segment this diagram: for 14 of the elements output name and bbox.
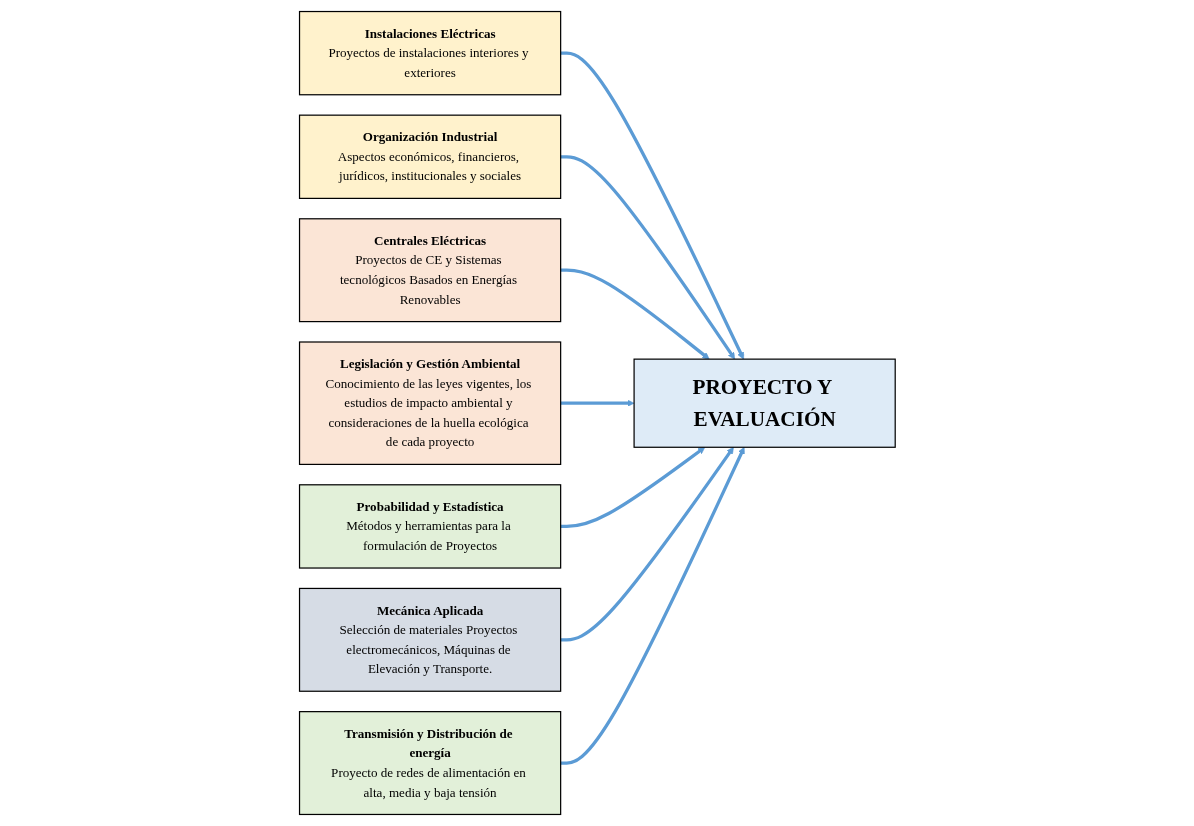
- node-box: Mecánica Aplicada Selección de materiales Proyectos electromecánicos, Máquinas de Elevación y Transporte.: [298, 587, 561, 692]
- node-box: Organización Industrial Aspectos económicos, financieros, jurídicos, institucionales y sociales: [298, 114, 561, 199]
- node-box: PROYECTO Y EVALUACIÓN: [633, 358, 896, 448]
- arrow: [560, 268, 710, 360]
- node-box: Probabilidad y Estadística Métodos y herramientas para la formulación de Proyectos: [298, 484, 561, 569]
- node-box: Transmisión y Distribución de energía Proyecto de redes de alimentación en alta, media y baja tensión: [298, 711, 561, 816]
- arrow: [560, 51, 744, 360]
- node-box: Instalaciones Eléctricas Proyectos de instalaciones interiores y exteriores: [298, 10, 561, 96]
- node-box: Centrales Eléctricas Proyectos de CE y Sistemas tecnológicos Basados en Energías Renovables: [298, 218, 561, 323]
- node-box: Legislación y Gestión Ambiental Conocimiento de las leyes vigentes, los estudios de impacto ambiental y consideraciones de la huella ecológica de cada proyecto: [298, 341, 561, 465]
- arrow: [560, 446, 734, 642]
- arrow: [560, 446, 745, 765]
- arrow: [560, 155, 735, 360]
- arrow: [560, 446, 705, 529]
